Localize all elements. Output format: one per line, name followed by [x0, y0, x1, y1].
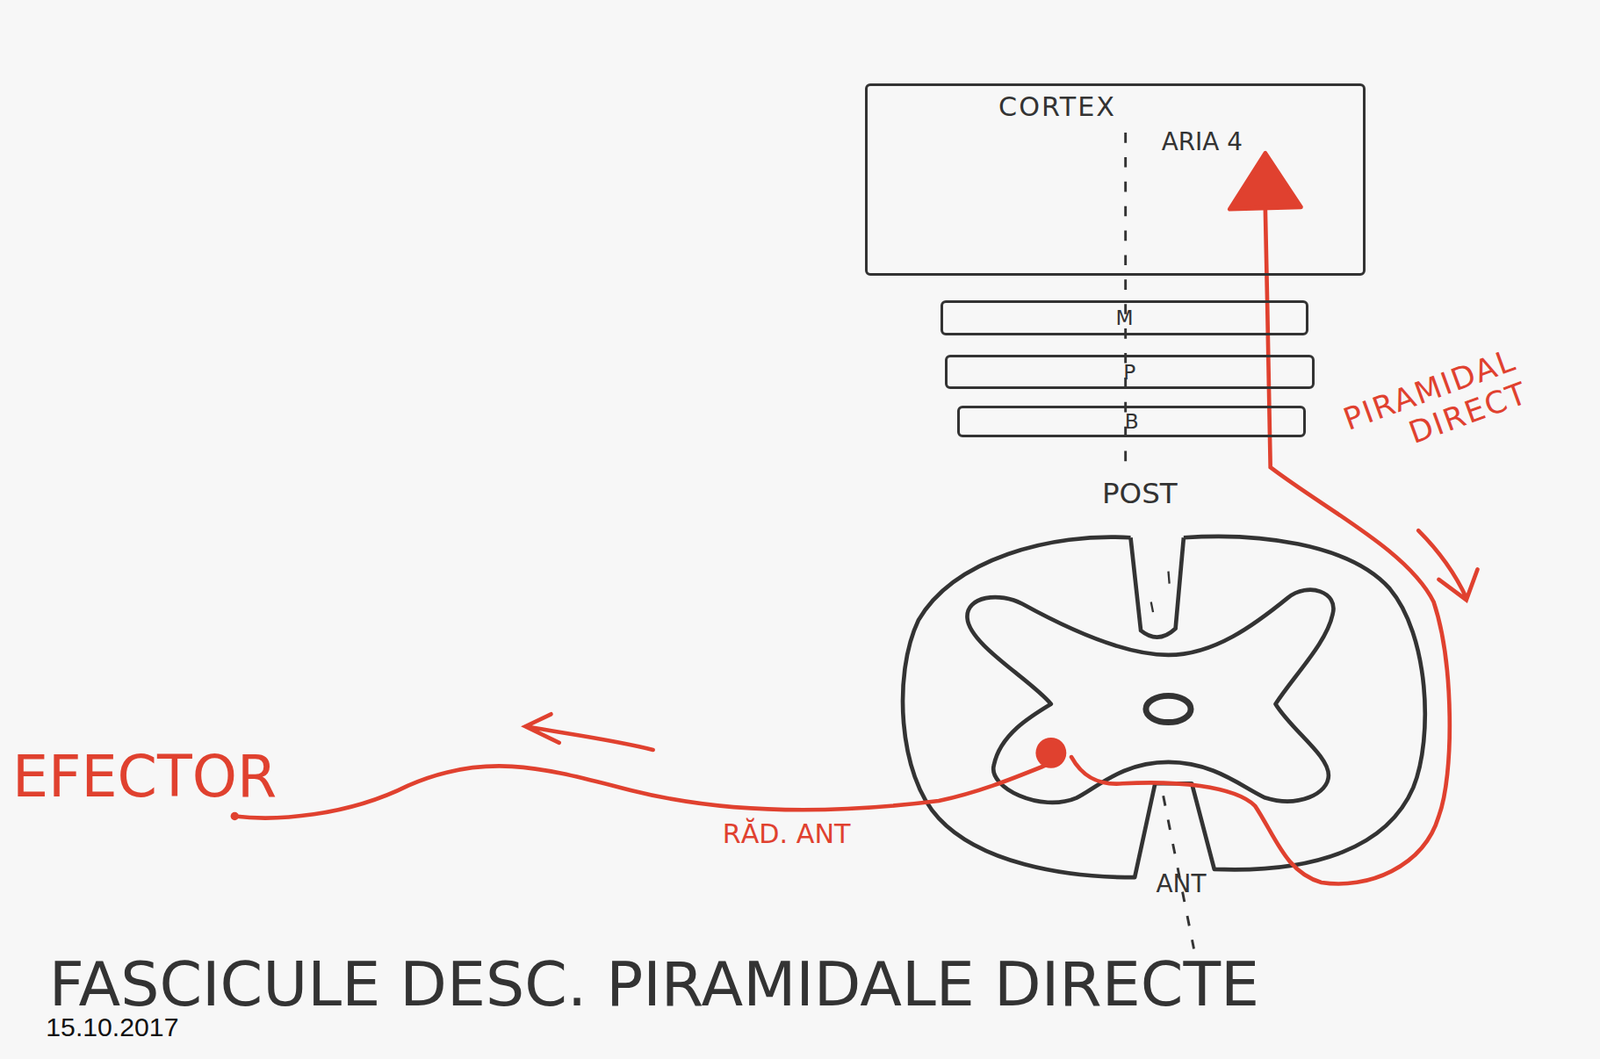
effector-label: EFECTOR — [12, 744, 339, 811]
spinal-cord-outline — [902, 536, 1426, 878]
node-text: CORTEX — [998, 92, 1117, 123]
root-label: RĂD. ANT — [722, 819, 927, 851]
motor-neuron — [1035, 737, 1067, 769]
motor-axon — [234, 763, 1052, 818]
orientation-label: POST — [1102, 477, 1204, 511]
node-text: B — [959, 410, 1304, 434]
gray-matter — [966, 590, 1334, 803]
diagram-title: FASCICULE DESC. PIRAMIDALE DIRECTE — [49, 949, 1260, 1020]
brainstem-band: P — [944, 354, 1315, 389]
direction-arrow — [525, 713, 653, 750]
pyramidal-neuron — [1229, 152, 1301, 210]
area-label: ARIA 4 — [1151, 128, 1254, 157]
posterior-septum — [1130, 537, 1183, 637]
node-text: M — [943, 306, 1305, 331]
septum-mark — [1151, 571, 1170, 613]
brainstem-band: B — [957, 405, 1306, 438]
axon-end — [230, 812, 239, 821]
tract-label: PIRAMIDAL DIRECT — [1292, 342, 1533, 488]
orientation-label: ANT — [1156, 870, 1239, 899]
brainstem-band: M — [940, 300, 1308, 337]
date-label: 15.10.2017 — [45, 1012, 291, 1044]
direction-arrow — [1418, 530, 1478, 600]
node-text: P — [947, 360, 1312, 384]
central-canal — [1145, 695, 1191, 722]
cortex-box: CORTEX — [864, 83, 1365, 275]
